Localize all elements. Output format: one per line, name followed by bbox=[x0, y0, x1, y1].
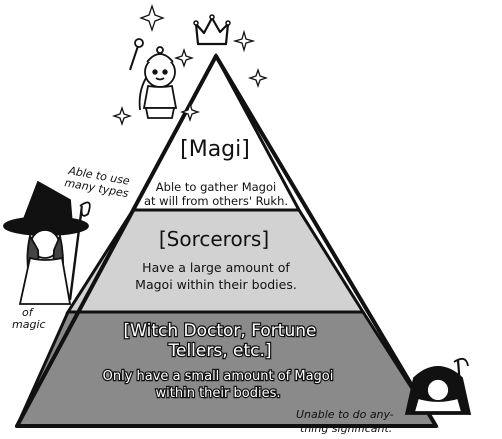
sparkle-icon bbox=[173, 47, 195, 69]
pyramid-outline bbox=[15, 54, 438, 428]
sparkle-icon bbox=[232, 29, 256, 53]
tier-top-description-line-2: at will from others' Rukh. bbox=[144, 194, 288, 208]
tier-middle-description-line-1: Have a large amount of bbox=[142, 260, 290, 275]
tier-middle-description-line-2: Magoi within their bodies. bbox=[135, 277, 297, 292]
sparkle-icon bbox=[247, 67, 269, 89]
tier-middle-title: [Sorcerors] bbox=[159, 227, 269, 251]
tier-bottom-description-line-2: within their bodies. bbox=[156, 386, 281, 401]
sparkle-icon bbox=[179, 101, 201, 123]
pyramid bbox=[14, 52, 439, 428]
sparkle-icon-group bbox=[111, 3, 269, 127]
tier-top-description-line-1: Able to gather Magoi bbox=[156, 180, 276, 194]
sparkle-icon bbox=[111, 105, 133, 127]
witch-annotation-line-4: magic bbox=[12, 318, 46, 331]
witch-character-illustration bbox=[3, 180, 91, 305]
hooded-annotation-line-2: thing significant. bbox=[300, 422, 392, 435]
tier-bottom-description-line-1: Only have a small amount of Magoi bbox=[103, 369, 334, 384]
witch-annotation-line-3: of bbox=[22, 306, 35, 319]
sparkle-icon bbox=[139, 3, 165, 33]
hooded-annotation-line-1: Unable to do any- bbox=[296, 408, 394, 421]
hooded-character-illustration bbox=[404, 357, 472, 415]
tier-top-title: [Magi] bbox=[180, 137, 250, 162]
tier-bottom-title-line-2: Tellers, etc.] bbox=[167, 341, 271, 361]
magi-character-illustration bbox=[129, 38, 178, 119]
crown-icon bbox=[193, 14, 231, 46]
tier-bottom-title-line-1: [Witch Doctor, Fortune bbox=[124, 321, 317, 341]
